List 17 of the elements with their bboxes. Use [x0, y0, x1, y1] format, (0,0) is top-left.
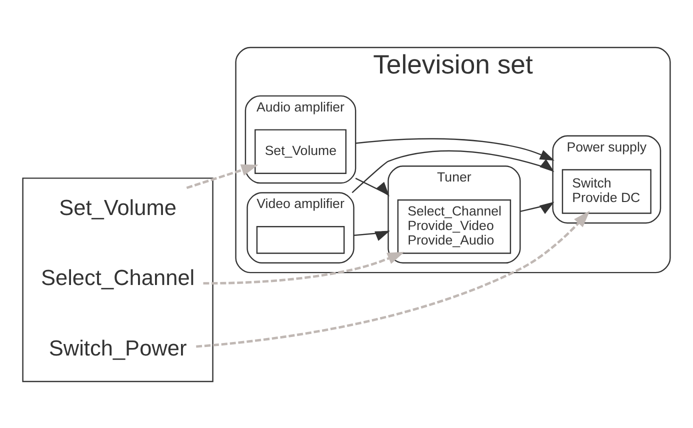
arrow: [196, 210, 590, 348]
cluster: Video amplifier: [246, 192, 354, 263]
arrow: [356, 138, 554, 160]
node-box: Set_Volume: [254, 128, 346, 174]
arrow: [355, 177, 390, 196]
node-box: Switch Provide DC: [562, 168, 652, 214]
arrow: [186, 164, 258, 189]
node-box: [256, 226, 345, 254]
node-text: Set_Volume: [59, 194, 176, 220]
cluster: [22, 177, 214, 382]
node-text: Switch_Power: [48, 334, 187, 360]
arrow: [354, 230, 390, 240]
arrow: [352, 150, 554, 193]
arrow: [203, 251, 404, 284]
arrow: [520, 201, 554, 214]
node-box: Select_Channel Provide_Video Provide_Audio: [397, 198, 512, 254]
node-text: Select_Channel: [40, 264, 195, 290]
